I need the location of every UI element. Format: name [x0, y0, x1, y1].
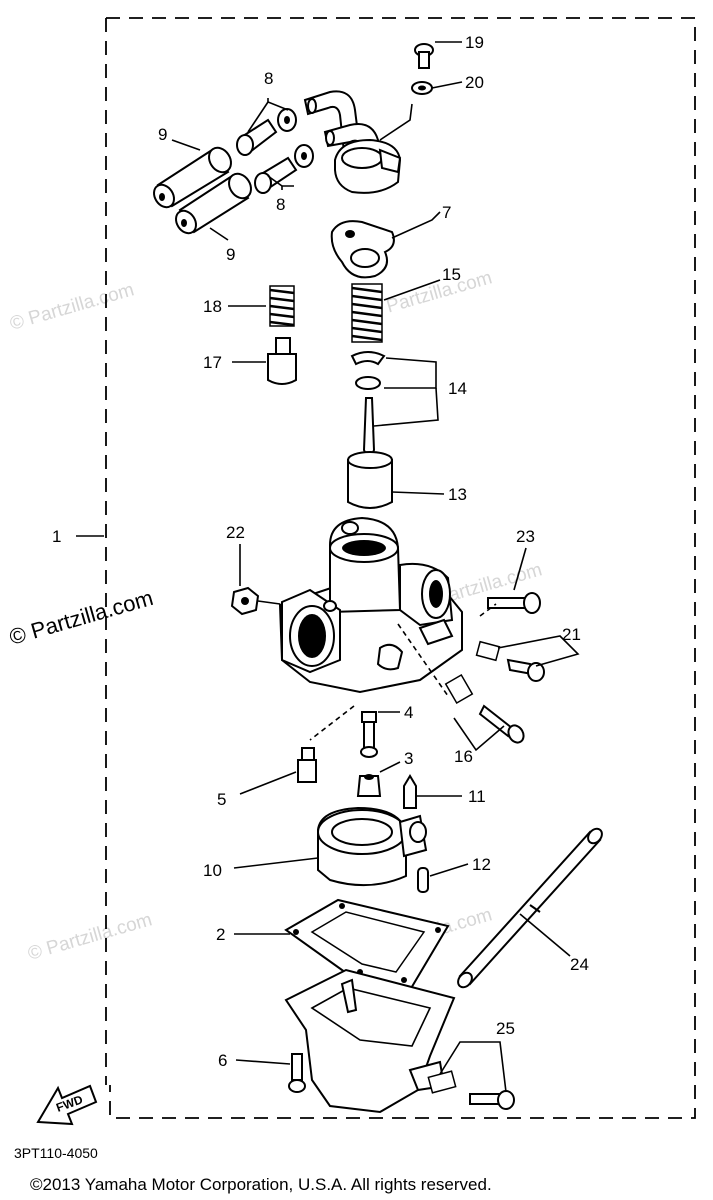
jet-holder-4: [360, 711, 378, 758]
part-label-3: 3: [404, 749, 413, 768]
part-label-6: 6: [218, 1051, 227, 1070]
part-label-1: 1: [52, 527, 61, 546]
screw-6: [288, 1053, 306, 1093]
tube-24: [457, 827, 603, 989]
cap-9-upper: [153, 146, 232, 209]
spring-18: [269, 285, 295, 327]
pin-12: [417, 867, 429, 893]
nut-22: [230, 586, 260, 616]
part-label-20: 20: [465, 73, 484, 92]
spring-screw-25: [427, 1070, 515, 1110]
plate-7: [330, 220, 395, 279]
part-label-16: 16: [454, 747, 473, 766]
part-label-9: 9: [226, 245, 235, 264]
part-label-5: 5: [217, 790, 226, 809]
part-label-14: 14: [448, 379, 467, 398]
gasket-2: [284, 898, 450, 992]
watermark: © Partzilla.com: [8, 279, 137, 334]
diagram-code: 3PT110-4050: [14, 1145, 98, 1161]
clip-needle-14: [350, 351, 386, 465]
needle-valve-11: [403, 774, 417, 809]
part-label-4: 4: [404, 703, 413, 722]
part-label-8: 8: [276, 195, 285, 214]
part-label-24: 24: [570, 955, 589, 974]
float-10: [317, 806, 428, 887]
screw-19: [414, 43, 434, 69]
part-label-21: 21: [562, 625, 581, 644]
part-label-7: 7: [442, 203, 451, 222]
part-label-18: 18: [203, 297, 222, 316]
copyright-notice: ©2013 Yamaha Motor Corporation, U.S.A. A…: [30, 1175, 492, 1194]
main-jet-3: [356, 774, 382, 797]
watermark: © Partzilla.com: [366, 267, 495, 322]
plug-8-upper: [236, 108, 297, 156]
pilot-jet-5: [297, 747, 317, 783]
part-label-9: 9: [158, 125, 167, 144]
plug-8-lower: [254, 144, 314, 194]
spring-15: [351, 283, 383, 343]
part-label-11: 11: [468, 787, 486, 806]
part-label-13: 13: [448, 485, 467, 504]
screw-23: [487, 592, 541, 614]
leader-lines: [76, 41, 580, 1093]
spring-screw-16: [444, 673, 525, 744]
plunger-17: [267, 337, 297, 385]
part-label-15: 15: [442, 265, 461, 284]
part-number-labels: 19 20 8 8 9 9 7 15 18 17 14 13 1 22 23 2…: [52, 33, 589, 1070]
washer-20: [411, 81, 433, 95]
watermark-prominent: © Partzilla.com: [6, 585, 155, 650]
cap-9-lower: [175, 172, 252, 235]
part-label-23: 23: [516, 527, 535, 546]
spring-screw-21: [475, 640, 545, 682]
watermark: © Partzilla.com: [26, 909, 155, 964]
part-label-22: 22: [226, 523, 245, 542]
part-label-12: 12: [472, 855, 491, 874]
fuel-fitting: [303, 90, 402, 194]
part-label-8: 8: [264, 69, 273, 88]
part-label-10: 10: [203, 861, 222, 880]
float-bowl: [284, 968, 456, 1114]
part-label-2: 2: [216, 925, 225, 944]
assembly-boundary: [106, 17, 696, 1119]
fwd-arrow-icon: FWD: [36, 1084, 98, 1126]
part-label-25: 25: [496, 1019, 515, 1038]
carburetor-body: [278, 516, 463, 694]
part-label-17: 17: [203, 353, 222, 372]
part-label-19: 19: [465, 33, 484, 52]
throttle-valve-13: [347, 451, 393, 509]
